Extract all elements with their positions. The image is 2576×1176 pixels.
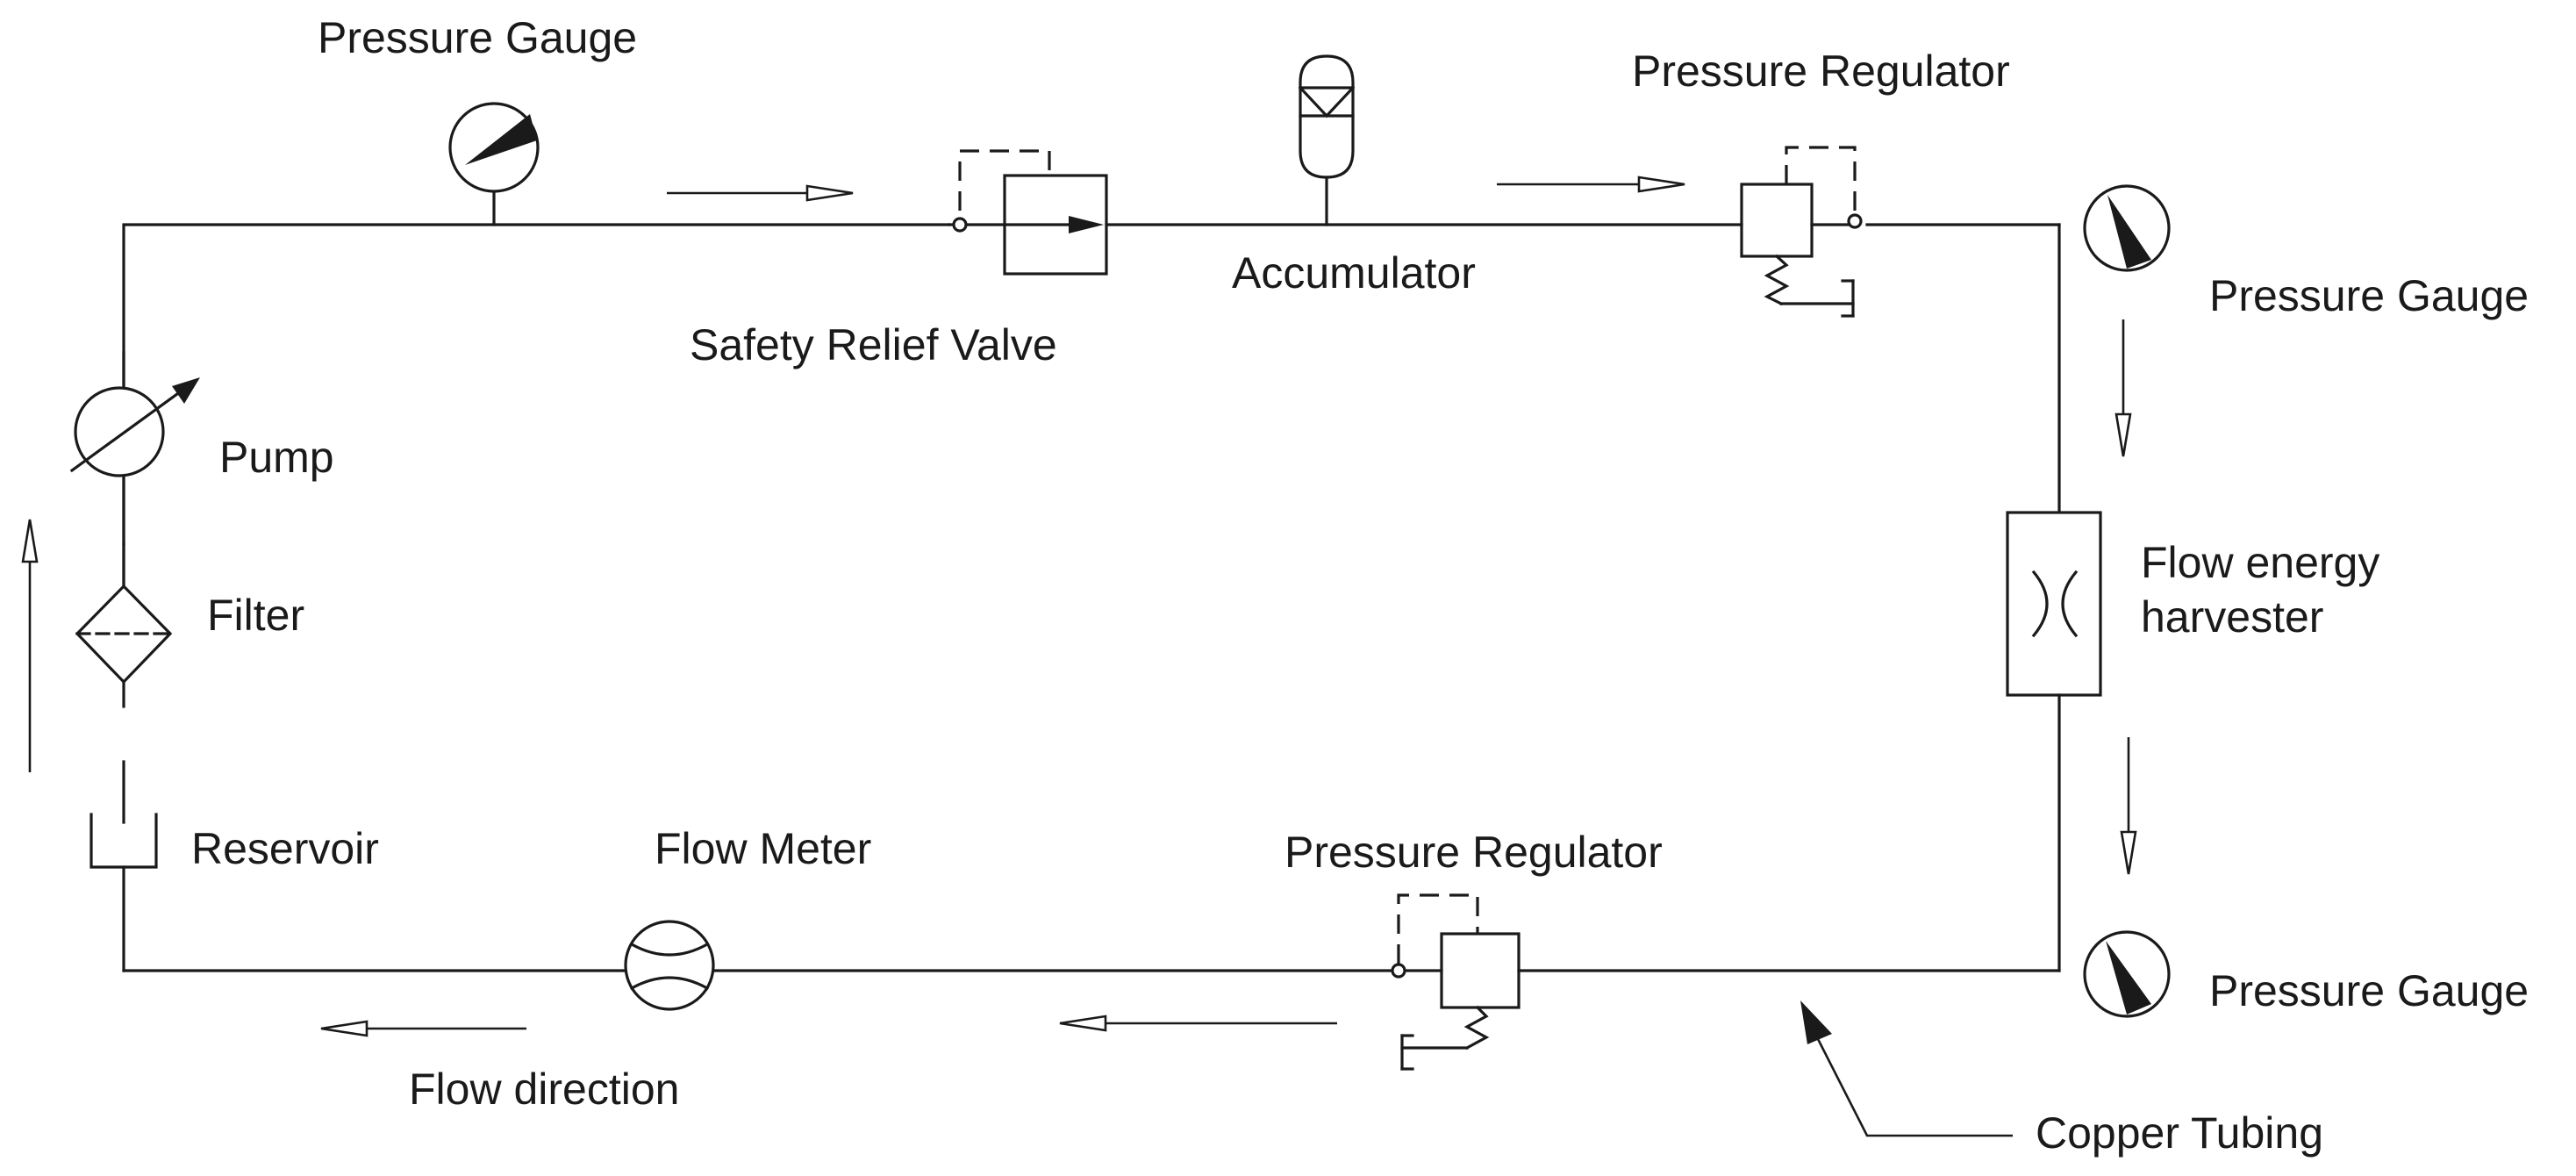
regulator-spring <box>1463 1005 1490 1051</box>
flow-arrow-top-2 <box>1497 176 1685 193</box>
accumulator-valve-mark <box>1298 85 1356 118</box>
pipe-top-left <box>122 223 951 546</box>
filter <box>75 584 173 685</box>
gauge-needle <box>2107 195 2151 269</box>
pump-variable-arrowhead <box>172 377 200 404</box>
pressure-gauge-right-bottom <box>2083 930 2171 1018</box>
label-pressure-gauge-right-top: Pressure Gauge <box>2209 271 2529 320</box>
regulator-drain <box>1779 279 1855 305</box>
gauge-needle <box>2106 941 2151 1015</box>
pressure-gauge-top <box>448 102 540 226</box>
pilot-tap <box>952 217 968 233</box>
regulator-body <box>1440 932 1521 1009</box>
flow-arrow-left <box>21 519 39 772</box>
pipe-loop <box>122 223 2061 972</box>
label-pump: Pump <box>219 433 334 482</box>
pump-variable-arrow <box>69 389 183 473</box>
label-copper-tubing: Copper Tubing <box>2036 1108 2323 1158</box>
regulator-body <box>1740 183 1814 258</box>
label-pressure-gauge-right-bottom: Pressure Gauge <box>2209 966 2529 1015</box>
copper-tubing-pointer <box>1800 1000 2013 1137</box>
harvester-orifice-left <box>2031 570 2049 638</box>
meter-curve-bottom <box>629 976 710 991</box>
accumulator <box>1298 54 1356 226</box>
filter-body <box>75 584 173 685</box>
pressure-gauge-right-top <box>2083 184 2171 272</box>
pump <box>69 377 200 477</box>
label-flow-meter: Flow Meter <box>655 824 871 873</box>
label-pressure-regulator-top: Pressure Regulator <box>1632 47 2010 96</box>
regulator-pilot-tap <box>1391 963 1406 979</box>
pump-body <box>74 386 165 477</box>
gauge-needle <box>465 114 537 165</box>
regulator-spring <box>1764 254 1790 306</box>
pressure-regulator-top <box>1740 146 1863 318</box>
labels: Pressure Gauge Pressure Regulator Accumu… <box>191 13 2529 1158</box>
flow-arrow-top-1 <box>667 184 854 202</box>
flow-arrow-right-2 <box>2120 737 2137 875</box>
pressure-regulator-bottom <box>1391 893 1521 1071</box>
flow-arrow-bottom-2 <box>320 1020 526 1037</box>
harvester-orifice-right <box>2061 570 2079 638</box>
label-flow-energy-harvester-1: Flow energy <box>2141 538 2379 587</box>
label-pressure-regulator-bottom: Pressure Regulator <box>1284 828 1663 877</box>
meter-body <box>624 920 715 1011</box>
flow-energy-harvester <box>2006 511 2102 697</box>
regulator-pilot-line <box>1785 146 1857 214</box>
valve-arrowhead <box>1069 216 1104 233</box>
flow-arrow-right-1 <box>2114 319 2132 457</box>
reservoir-tank <box>89 813 158 869</box>
safety-relief-valve <box>948 149 1108 276</box>
label-pressure-gauge-top: Pressure Gauge <box>318 13 637 62</box>
label-reservoir: Reservoir <box>191 824 379 873</box>
label-filter: Filter <box>207 591 304 640</box>
harvester-body <box>2006 511 2102 697</box>
label-safety-relief-valve: Safety Relief Valve <box>690 320 1057 369</box>
accumulator-body <box>1299 54 1355 179</box>
regulator-pilot-line <box>1397 893 1479 964</box>
meter-curve-top <box>629 942 710 957</box>
label-flow-direction: Flow direction <box>409 1065 679 1114</box>
pilot-line <box>958 149 1051 211</box>
flow-arrow-bottom-1 <box>1059 1015 1337 1032</box>
gauge-dial <box>448 102 540 193</box>
label-flow-energy-harvester-2: harvester <box>2141 592 2323 642</box>
flow-meter <box>624 920 715 1011</box>
regulator-pilot-tap <box>1847 213 1863 229</box>
label-accumulator: Accumulator <box>1232 248 1476 298</box>
reservoir <box>89 813 158 869</box>
regulator-drain <box>1400 1034 1469 1050</box>
